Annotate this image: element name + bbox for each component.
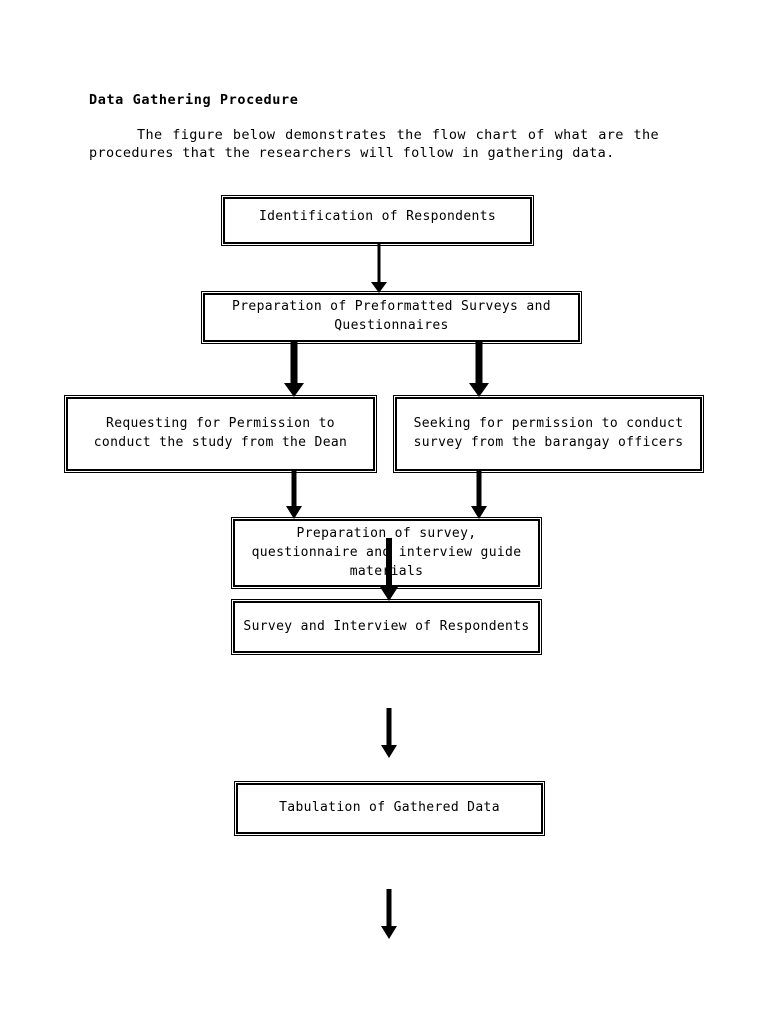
flow-node-survey-interview: Survey and Interview of Respondents [231, 599, 542, 655]
flow-node-label: Requesting for Permission to conduct the… [93, 415, 348, 450]
arrow-shaft [386, 889, 391, 927]
flow-node-label: Survey and Interview of Respondents [243, 619, 530, 634]
arrow-shaft [291, 471, 296, 507]
arrow-shaft [476, 471, 481, 507]
arrow-down-icon [283, 342, 304, 397]
arrow-head [380, 926, 397, 939]
flow-node-label: Preparation of Preformatted Surveys and … [232, 298, 551, 333]
flow-node-identification: Identification of Respondents [221, 195, 534, 246]
arrow-shaft [290, 342, 297, 384]
flow-node-label: Identification of Respondents [258, 209, 497, 224]
flow-node-preformatted: Preparation of Preformatted Surveys and … [201, 291, 582, 344]
arrow-down-icon [370, 244, 387, 293]
arrow-shaft [386, 708, 391, 746]
intro-paragraph: The figure below demonstrates the flow c… [89, 127, 659, 161]
arrow-head [379, 587, 398, 601]
flow-node-tabulation: Tabulation of Gathered Data [234, 781, 545, 836]
arrow-head [380, 745, 397, 758]
flow-node-barangay-permission: Seeking for permission to conduct survey… [393, 395, 704, 473]
arrow-down-icon [468, 342, 489, 397]
arrow-head [470, 506, 487, 519]
arrow-down-icon-overlapping [379, 538, 398, 601]
flow-node-label: Seeking for permission to conduct survey… [413, 415, 684, 450]
flow-node-label: Tabulation of Gathered Data [279, 800, 500, 815]
arrow-down-icon [379, 708, 398, 758]
arrow-head [283, 383, 304, 397]
arrow-down-icon-trailing [379, 889, 398, 939]
flow-node-dean-permission: Requesting for Permission to conduct the… [64, 395, 377, 473]
flow-node-label: Preparation of survey, questionnaire and… [251, 525, 522, 579]
page-title: Data Gathering Procedure [89, 92, 299, 108]
arrow-shaft [385, 538, 392, 588]
arrow-down-icon [470, 471, 487, 519]
arrow-head [285, 506, 302, 519]
arrow-shaft [377, 244, 380, 284]
arrow-down-icon [285, 471, 302, 519]
arrow-shaft [475, 342, 482, 384]
arrow-head [468, 383, 489, 397]
flow-node-materials: Preparation of survey, questionnaire and… [231, 517, 542, 589]
arrow-head [370, 282, 387, 293]
